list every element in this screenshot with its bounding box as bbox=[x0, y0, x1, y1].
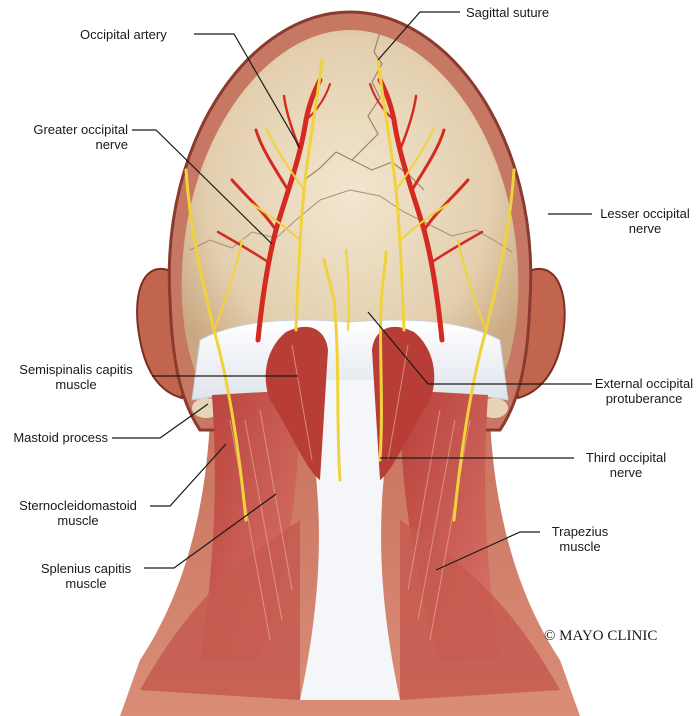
label-trapezius: Trapezius muscle bbox=[551, 524, 609, 554]
left-semispinalis-capitis bbox=[265, 326, 328, 480]
label-lesser-occipital-nerve: Lesser occipital nerve bbox=[600, 206, 690, 236]
label-external-occipital-protuberance: External occipital protuberance bbox=[594, 376, 694, 406]
label-semispinalis-capitis: Semispinalis capitis muscle bbox=[19, 362, 133, 392]
label-splenius-capitis: Splenius capitis muscle bbox=[40, 561, 132, 591]
nuchal-aponeurosis bbox=[300, 380, 400, 700]
label-third-occipital-nerve: Third occipital nerve bbox=[585, 450, 667, 480]
leader-lines bbox=[112, 11, 592, 571]
label-occipital-artery: Occipital artery bbox=[80, 27, 167, 42]
occipital-nerves bbox=[184, 58, 516, 522]
left-trapezius bbox=[140, 520, 300, 700]
copyright-mark: © MAYO CLINIC bbox=[544, 628, 658, 644]
right-trapezius bbox=[400, 520, 560, 700]
occipital-arteries bbox=[216, 77, 484, 343]
label-sternocleidomastoid: Sternocleidomastoid muscle bbox=[19, 498, 137, 528]
label-greater-occipital-nerve: Greater occipital nerve bbox=[33, 122, 128, 152]
right-semispinalis-capitis bbox=[372, 326, 435, 480]
muscle-fibers bbox=[229, 344, 471, 641]
skull bbox=[181, 30, 519, 395]
label-mastoid-process: Mastoid process bbox=[13, 430, 108, 445]
label-sagittal-suture: Sagittal suture bbox=[466, 5, 550, 20]
